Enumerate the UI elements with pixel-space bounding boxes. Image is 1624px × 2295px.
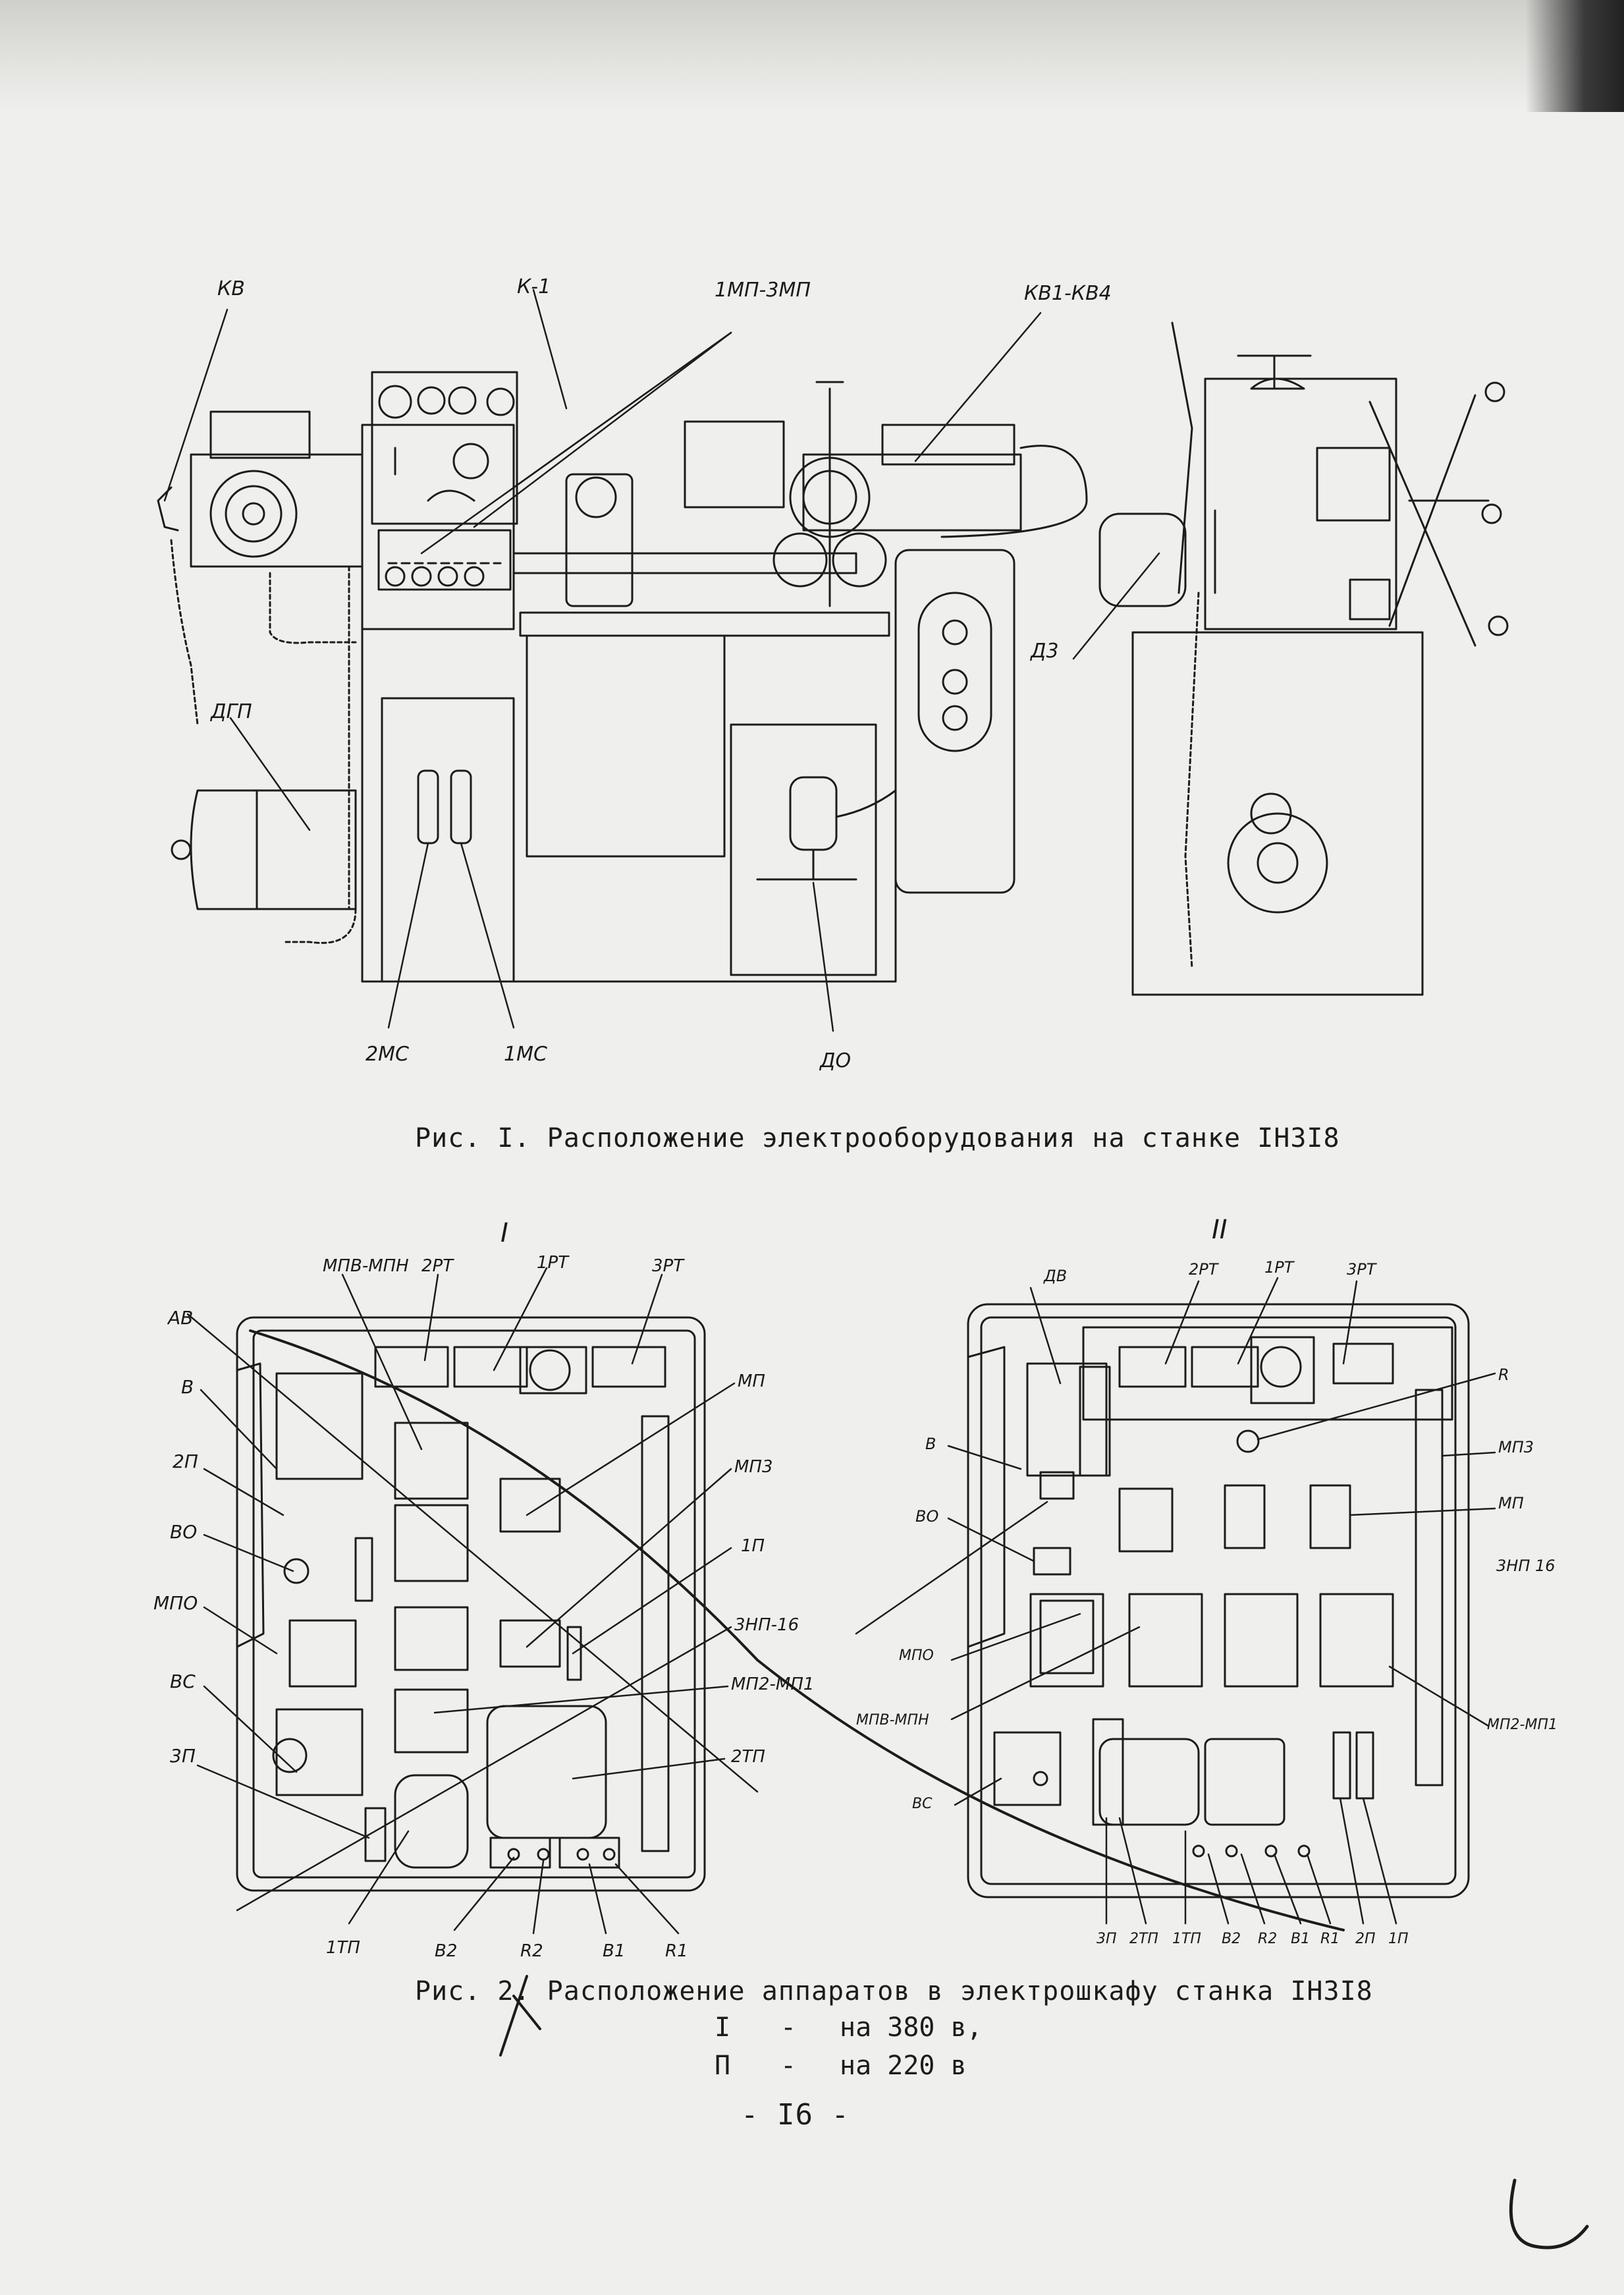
p1-label-3rt: 3РТ (652, 1256, 685, 1276)
label-2ms: 2МС (365, 1043, 409, 1066)
p1-label-2tp: 2ТП (731, 1747, 765, 1767)
p1-label-3p: 3П (170, 1745, 196, 1767)
p2-label-2p: 2П (1355, 1931, 1376, 1947)
label-dgp: ДГП (209, 700, 252, 723)
legend-num: I (715, 2012, 731, 2043)
p2-label-3rt: 3РТ (1347, 1260, 1378, 1279)
fig2-legend: I - на 380 в, П - на 220 в (715, 2012, 983, 2089)
legend-num: П (715, 2051, 731, 2081)
p1-label-2rt: 2РТ (421, 1256, 454, 1276)
pencil-stroke (249, 1329, 1345, 1931)
p2-label-mpo: МПО (899, 1647, 934, 1664)
fig1-caption: Рис. I. Расположение электрооборудования… (415, 1123, 1340, 1153)
p1-label-mp2-mp1: МП2-МП1 (731, 1674, 814, 1694)
legend-row: I - на 380 в, (715, 2012, 983, 2051)
fig2-caption: Рис. 2. Расположение аппаратов в электро… (415, 1976, 1373, 2006)
p1-label-1p: 1П (741, 1536, 765, 1556)
label-1ms: 1МС (504, 1043, 547, 1066)
fig1-machine-drawing (157, 321, 1509, 996)
fig2-panel1-cabinet (236, 1316, 706, 1892)
label-d3: Д3 (1029, 640, 1059, 663)
legend-dash: - (780, 2012, 797, 2043)
p1-label-vo: ВО (170, 1521, 197, 1543)
label-kv1-kv4: КВ1-КВ4 (1024, 282, 1112, 305)
p2-label-dv: ДВ (1043, 1267, 1067, 1285)
p1-label-mpv-mpn: МПВ-МПН (323, 1256, 409, 1276)
legend-text: на 380 в, (840, 2012, 983, 2043)
label-kv: КВ (217, 277, 245, 300)
p1-label-mpo: МПО (153, 1592, 198, 1614)
p1-label-v: В (181, 1376, 194, 1398)
p1-label-mp: МП (738, 1371, 765, 1391)
p2-label-1tp: 1ТП (1172, 1931, 1201, 1947)
p2-label-1p: 1П (1388, 1931, 1409, 1947)
p1-label-3np-16: 3НП-16 (734, 1615, 799, 1635)
p1-label-b1: В1 (603, 1941, 625, 1961)
p2-label-r1: R1 (1320, 1931, 1340, 1947)
fig2-panel2-cabinet (967, 1303, 1470, 1898)
panel2-title: II (1212, 1215, 1228, 1245)
p1-label-mp3: МП3 (734, 1457, 773, 1477)
p2-label-b1: В1 (1291, 1931, 1310, 1947)
p2-label-1rt: 1РТ (1264, 1258, 1295, 1277)
p1-label-1tp: 1ТП (326, 1938, 360, 1958)
fig2-panel2-leader-lines (855, 1277, 1496, 1925)
p2-label-r: R (1498, 1366, 1509, 1384)
p1-label-av: АВ (167, 1307, 193, 1329)
p1-label-2p: 2П (173, 1451, 198, 1472)
label-do: ДО (819, 1049, 851, 1072)
fig1-leader-lines (163, 289, 1160, 1032)
p2-label-vo: ВО (915, 1507, 938, 1526)
p2-label-mp: МП (1498, 1494, 1524, 1512)
legend-text: на 220 в (840, 2051, 967, 2081)
p1-label-1rt: 1РТ (537, 1253, 570, 1273)
p2-label-2tp: 2ТП (1129, 1931, 1158, 1947)
label-1mp-3mp: 1МП-3МП (715, 279, 811, 302)
p1-label-b2: В2 (435, 1941, 457, 1961)
page-number: - I6 - (741, 2098, 850, 2132)
legend-dash: - (780, 2051, 797, 2081)
p1-label-vs: ВС (170, 1671, 196, 1692)
label-k1: К-1 (517, 275, 551, 298)
p1-label-r1: R1 (665, 1941, 688, 1961)
fig2-panel2-labels: II ДВ 2РТ 1РТ 3РТ R МП3 МП 3НП 16 МП2-МП… (856, 1215, 1557, 1947)
p2-label-3p: 3П (1096, 1931, 1117, 1947)
p2-label-2rt: 2РТ (1189, 1260, 1220, 1279)
fig2-panel1-labels: I АВ В 2П ВО МПО ВС 3П МПВ-МПН 2РТ 1РТ 3… (153, 1218, 814, 1961)
legend-row: П - на 220 в (715, 2051, 983, 2089)
p2-label-mp3: МП3 (1498, 1438, 1534, 1456)
p2-label-mp2-mp1: МП2-МП1 (1487, 1717, 1557, 1733)
pencil-scribble (1509, 2178, 1589, 2250)
caption-pencil-mark (499, 1975, 541, 2057)
p2-label-3np-16: 3НП 16 (1496, 1557, 1556, 1575)
scan-top-band (0, 0, 1624, 112)
p2-label-vs: ВС (912, 1796, 933, 1812)
fig2-panel1-leader-lines (186, 1267, 759, 1935)
p2-label-mpv-mpn: МПВ-МПН (856, 1712, 929, 1728)
p2-label-v: В (925, 1435, 936, 1453)
panel1-title: I (501, 1218, 508, 1248)
p2-label-b2: В2 (1222, 1931, 1241, 1947)
fig1-labels: КВ К-1 1МП-3МП КВ1-КВ4 ДГП Д3 2МС 1МС ДО (209, 275, 1112, 1072)
p1-label-r2: R2 (520, 1941, 543, 1961)
scan-edge-shadow (1525, 0, 1624, 112)
p2-label-r2: R2 (1258, 1931, 1277, 1947)
